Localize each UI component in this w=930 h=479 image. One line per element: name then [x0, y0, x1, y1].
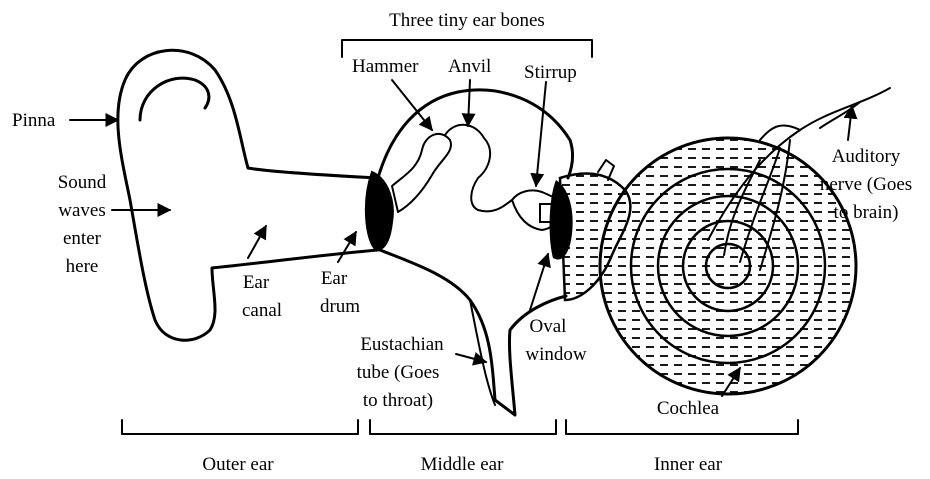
sound-waves-line-1: Sound — [58, 172, 107, 193]
ear-canal-arrow — [248, 226, 266, 258]
bones-bracket — [342, 40, 592, 57]
pinna-label: Pinna — [12, 110, 56, 131]
middle-ear-bracket — [370, 420, 556, 434]
stirrup-arrow — [536, 82, 546, 186]
bones-title-label: Three tiny ear bones — [389, 10, 545, 31]
cochlea-shape — [600, 138, 856, 394]
ear-drum-line-2: drum — [320, 296, 360, 317]
eustachian-line-3: to throat) — [363, 390, 433, 411]
sound-waves-line-3: enter — [63, 228, 102, 249]
auditory-nerve-line-2: nerve (Goes — [820, 174, 912, 195]
anvil-bone — [445, 125, 512, 212]
ear-canal-line-1: Ear — [243, 272, 270, 293]
outer-ear-label: Outer ear — [202, 454, 274, 475]
outer-ear-bracket — [122, 420, 358, 434]
eustachian-line-2: tube (Goes — [357, 362, 440, 383]
inner-ear-label: Inner ear — [654, 454, 723, 475]
ear-canal-line-2: canal — [242, 300, 282, 321]
anvil-label: Anvil — [448, 56, 491, 77]
auditory-nerve-line-3: to brain) — [834, 202, 899, 223]
hammer-label: Hammer — [352, 56, 419, 77]
anvil-arrow — [468, 80, 470, 126]
oval-window-line-1: Oval — [530, 316, 567, 337]
ear-drum-shape — [366, 172, 393, 250]
auditory-nerve-line-1: Auditory — [832, 146, 901, 167]
sound-waves-line-2: waves — [58, 200, 105, 221]
ear-drum-arrow — [338, 232, 356, 262]
oval-window-line-2: window — [525, 344, 587, 365]
eustachian-line-1: Eustachian — [360, 334, 444, 355]
sound-waves-line-4: here — [66, 256, 99, 277]
hammer-bone — [392, 134, 451, 212]
inner-ear-bracket — [566, 420, 798, 434]
middle-ear-label: Middle ear — [421, 454, 505, 475]
ear-drum-line-1: Ear — [321, 268, 348, 289]
cochlea-label: Cochlea — [657, 398, 720, 419]
pinna-inner-fold — [140, 78, 209, 120]
stirrup-label: Stirrup — [524, 62, 577, 83]
